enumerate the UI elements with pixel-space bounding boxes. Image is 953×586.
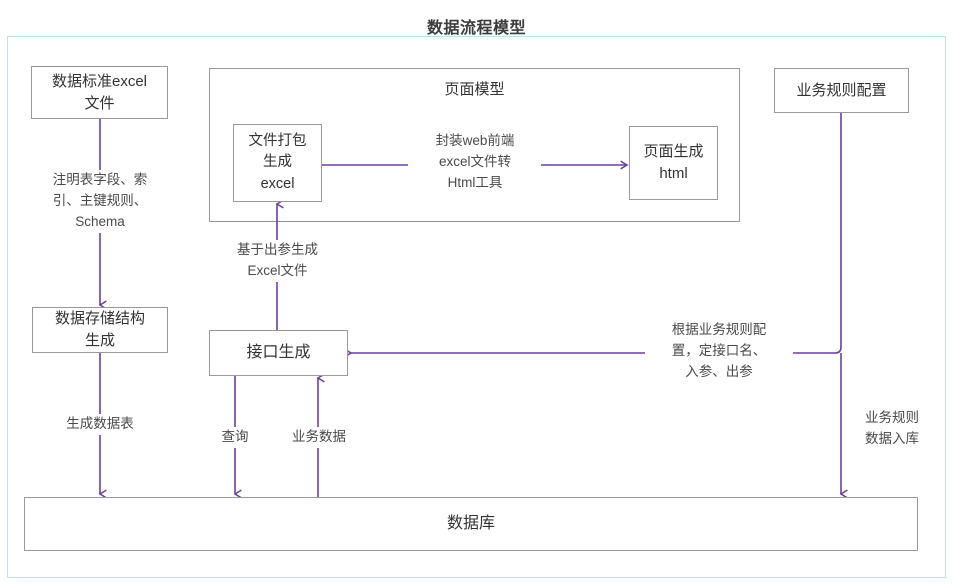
edge-label-query: 查询 — [205, 427, 265, 448]
edge-label-generate-tables: 生成数据表 — [32, 414, 168, 435]
edge-label-business-rule-data-store: 业务规则 数据入库 — [851, 408, 933, 450]
page-title: 数据流程模型 — [426, 20, 526, 37]
node-data-standard-excel[interactable]: 数据标准excel 文件 — [31, 66, 168, 119]
diagram-frame — [7, 36, 946, 578]
node-file-package-excel[interactable]: 文件打包 生成 excel — [233, 124, 322, 202]
edge-label-based-on-output-excel: 基于出参生成 Excel文件 — [205, 240, 350, 282]
node-page-generate-html[interactable]: 页面生成 html — [629, 126, 718, 200]
edge-label-schema-rules: 注明表字段、索 引、主键规则、 Schema — [30, 170, 170, 233]
node-interface-generation[interactable]: 接口生成 — [209, 330, 348, 376]
edge-label-business-data: 业务数据 — [280, 427, 358, 448]
node-data-storage-structure[interactable]: 数据存储结构 生成 — [32, 307, 168, 353]
node-business-rule-config[interactable]: 业务规则配置 — [774, 68, 909, 113]
edge-label-web-excel-to-html-tool: 封装web前端 excel文件转 Html工具 — [410, 131, 540, 194]
node-database[interactable]: 数据库 — [24, 497, 918, 551]
edge-businessrule-branch-to-interface — [793, 113, 842, 354]
edge-label-by-business-rule-config: 根据业务规则配 置，定接口名、 入参、出参 — [648, 320, 790, 383]
group-page-model-title: 页面模型 — [444, 81, 505, 98]
